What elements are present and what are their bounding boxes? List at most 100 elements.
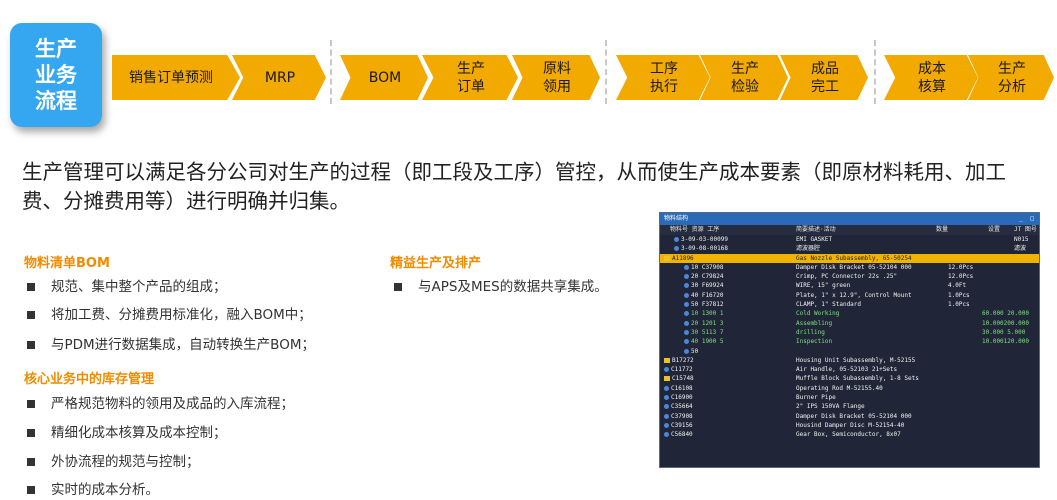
part-node-icon [664,413,669,419]
tree-row[interactable]: C37908 Damper Disk Bracket 05-52104 000 [660,412,1039,421]
tree-row-code: 3-09-08-00168 [674,244,728,253]
tree-row-code: B17272 [664,356,694,365]
section-title-lean: 精益生产及排产 [390,256,482,271]
part-node-icon [664,404,669,410]
tree-row-qty: 1.0Pcs [948,291,970,299]
tree-row-desc: CLAMP, 1" Standard [796,301,862,309]
bullet-square-icon [27,283,35,291]
tree-row-extra: 30.000 5.000 [982,328,1026,336]
part-node-icon [684,264,689,270]
stage-divider [605,40,607,104]
screenshot-titlebar: 物料结构 _ □ [660,213,1039,225]
tree-row-code: 50 F37812 [684,300,724,309]
tree-row-desc: Damper Disk Bracket 05-52104 000 [796,412,912,420]
tree-row-desc: Operating Rod M-52155.40 [796,384,883,392]
folder-icon [664,255,670,261]
tree-row-desc: Damper Disk Bracket 05-52104 000 [796,263,912,271]
list-item: 严格规范物料的领用及成品的入库流程； [27,395,294,413]
part-node-icon [674,237,679,242]
part-node-icon [684,311,689,317]
tree-row-desc: 滤波器腔 [796,245,821,253]
list-item: 与APS及MES的数据共享集成。 [394,278,608,296]
bullet-square-icon [27,486,35,494]
step-operation-execution: 工序 执行 [616,55,710,100]
tree-row-code: 30 F69924 [684,281,724,290]
tree-row-code: 50 [684,347,698,356]
part-node-icon [684,283,689,289]
tree-row-code: C15748 [664,374,694,383]
list-item: 外协流程的规范与控制； [27,453,200,471]
tree-row-desc: Inspection [796,338,833,346]
folder-icon [664,376,670,382]
part-node-icon [664,432,669,438]
tree-row-code: C37908 [664,412,693,421]
list-item: 将加工费、分摊费用标准化，融入BOM中； [27,306,312,324]
tree-row-code: C11772 [664,365,693,374]
screenshot-column-header: 物料号 资源 工序 简要描述·活动 数量 设置 JT 图号 [660,225,1039,235]
part-node-icon [684,274,689,280]
tree-row-code: 40 1900 5 [684,337,724,346]
part-node-icon [674,246,679,252]
tree-row[interactable]: C11772 Air Handle, 05-52103 21+Sets [660,365,1039,374]
intro-text: 生产管理可以满足各分公司对生产的过程（即工段及工序）管控，从而使生产成本要素（即… [22,160,1006,213]
tree-row-desc: EMI GASKET [796,236,833,243]
part-node-icon [684,320,689,326]
bullet-square-icon [27,458,35,466]
tree-row[interactable]: C16900 Burner Pipe [660,393,1039,402]
bom-structure-screenshot: 物料结构 _ □ 物料号 资源 工序 简要描述·活动 数量 设置 JT 图号 3… [659,212,1040,468]
tree-row-code: C16900 [664,393,693,402]
bullet-square-icon [394,283,402,291]
process-badge: 生产 业务 流程 [10,23,102,127]
part-node-icon [684,339,689,345]
tree-row-code: C39156 [664,421,693,430]
tree-row[interactable]: 40 F16720 Plate, 1" x 12.9", Control Moun… [660,291,1039,300]
tree-row-code: 30 5113 7 [684,328,724,337]
step-finished-goods: 成品 完工 [780,55,868,100]
bullet-square-icon [27,429,35,437]
tree-row-extra: 10.000200.000 [982,319,1029,327]
tree-row-code: 40 F16720 [684,291,724,300]
tree-row-code: 20 1201 3 [684,319,724,328]
part-node-icon [664,395,669,401]
section-title-bom: 物料清单BOM [24,256,110,271]
window-controls-icon: _ □ [1019,215,1036,222]
part-node-icon [684,302,689,308]
tree-row-desc: Air Handle, 05-52103 21+Sets [796,366,898,374]
part-node-icon [664,422,669,428]
tree-row-code: C56840 [664,430,693,439]
folder-icon [664,357,670,363]
tree-row-code: 20 C79824 [684,272,724,281]
bullet-square-icon [27,341,35,349]
tree-row-desc: Crimp, PC Connector 22s .25" [796,273,898,281]
tree-row-qty: 12.0Pcs [948,263,974,271]
step-bom: BOM [340,55,428,100]
tree-row[interactable]: 50 [660,347,1039,356]
tree-row-desc: Plate, 1" x 12.9", Control Mount [796,291,912,299]
tree-row-desc: Housing Unit Subassembly, M-52155 [796,356,916,364]
tree-row-code: C35664 [664,402,693,411]
tree-row-desc: Burner Pipe [796,394,836,402]
badge-line-2: 业务 [35,63,77,87]
bullet-square-icon [27,400,35,408]
tree-row[interactable]: B17272 Housing Unit Subassembly, M-52155 [660,356,1039,365]
badge-line-1: 生产 [35,37,77,61]
step-production-inspection: 生产 检验 [700,55,788,100]
list-item: 与PDM进行数据集成，自动转换生产BOM； [27,336,315,354]
